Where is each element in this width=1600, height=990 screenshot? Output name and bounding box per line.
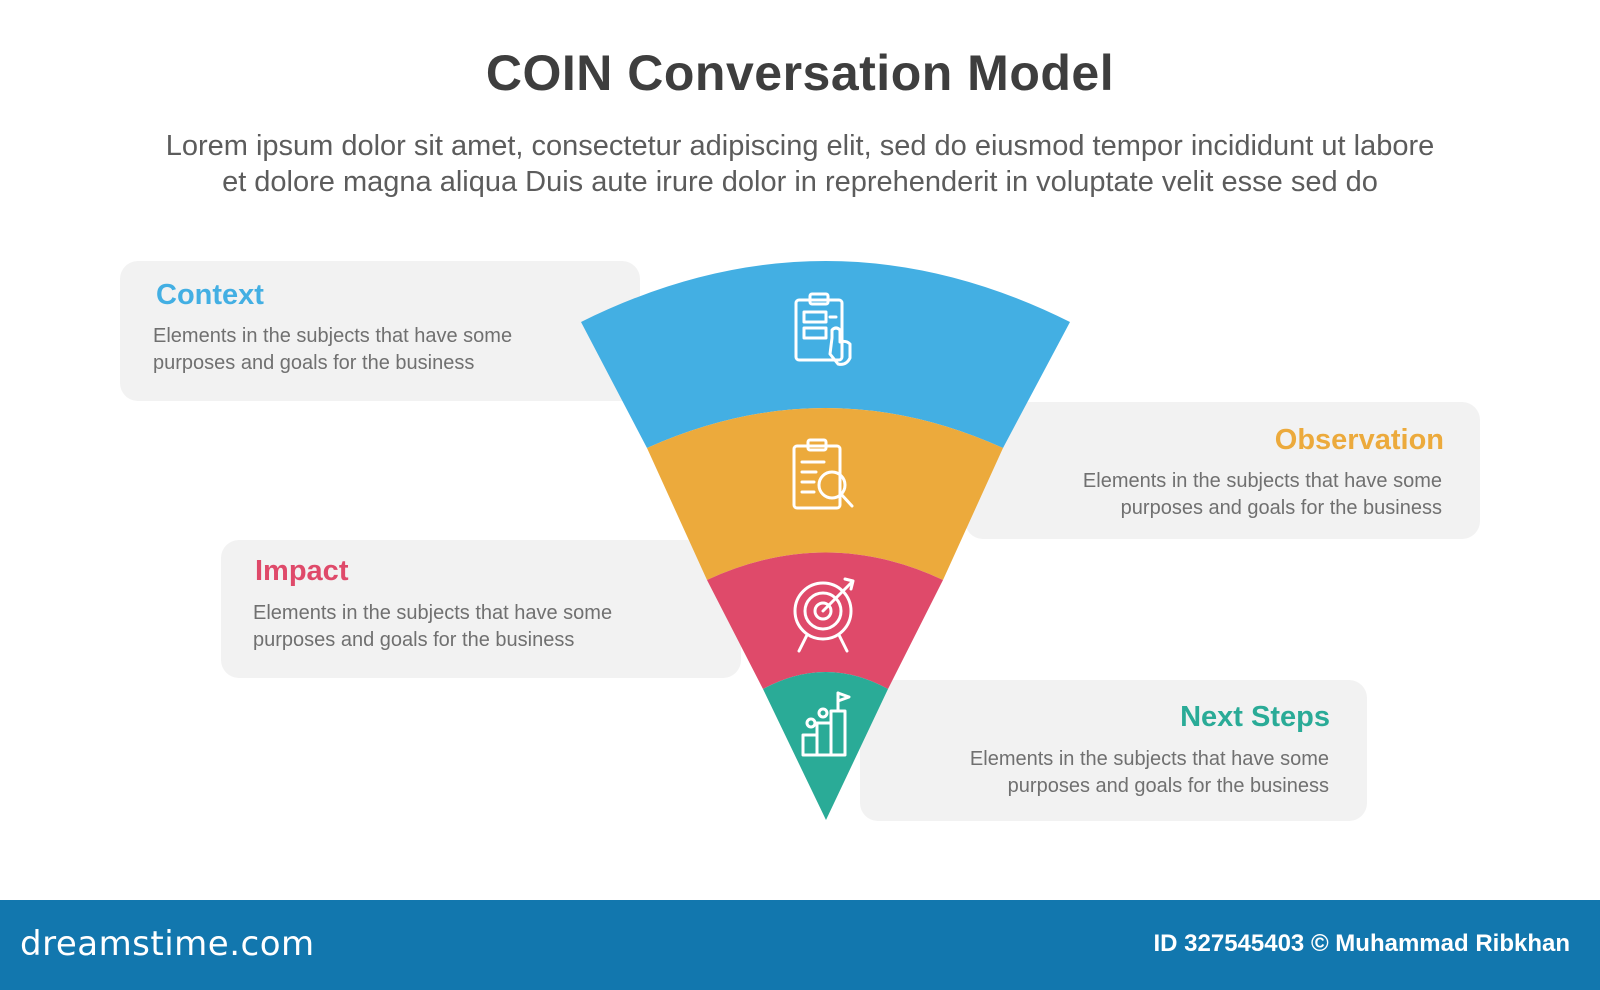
context-description-line-2: purposes and goals for the business <box>153 352 475 374</box>
subtitle-line-1: Lorem ipsum dolor sit amet, consectetur … <box>165 130 1435 162</box>
funnel-segment-next-steps <box>763 672 888 820</box>
observation-description-line-2: purposes and goals for the business <box>1120 497 1442 519</box>
next-steps-description: Elements in the subjects that have some … <box>889 746 1329 800</box>
next-steps-title: Next Steps <box>1180 701 1330 733</box>
context-description-line-1: Elements in the subjects that have some <box>153 325 513 347</box>
funnel-segment-observation <box>647 408 1003 580</box>
target-arrow-icon <box>793 577 855 653</box>
funnel-segment-context <box>581 261 1070 448</box>
context-title: Context <box>156 279 264 311</box>
context-description: Elements in the subjects that have some … <box>153 323 593 377</box>
footer-brand-logo: dreamstime.com <box>20 924 315 964</box>
impact-card: Impact Elements in the subjects that hav… <box>221 540 741 678</box>
stairs-flag-icon <box>801 691 851 757</box>
observation-description: Elements in the subjects that have some … <box>1002 468 1442 522</box>
footer-credit: ID 327545403 © Muhammad Ribkhan <box>1153 930 1570 957</box>
page-subtitle: Lorem ipsum dolor sit amet, consectetur … <box>60 128 1540 200</box>
observation-description-line-1: Elements in the subjects that have some <box>1082 470 1442 492</box>
impact-description-line-1: Elements in the subjects that have some <box>253 602 613 624</box>
context-card: Context Elements in the subjects that ha… <box>120 261 640 401</box>
clipboard-search-icon <box>792 438 854 510</box>
funnel-segment-impact <box>707 552 943 689</box>
clipboard-click-icon <box>794 292 852 366</box>
next-steps-card: Next Steps Elements in the subjects that… <box>860 680 1367 821</box>
page-title: COIN Conversation Model <box>485 45 1115 101</box>
impact-title: Impact <box>255 555 349 587</box>
impact-description-line-2: purposes and goals for the business <box>253 629 575 651</box>
next-steps-description-line-2: purposes and goals for the business <box>1007 775 1329 797</box>
impact-description: Elements in the subjects that have some … <box>253 600 693 654</box>
subtitle-line-2: et dolore magna aliqua Duis aute irure d… <box>222 166 1378 198</box>
footer-bar: dreamstime.com ID 327545403 © Muhammad R… <box>0 900 1600 990</box>
observation-card: Observation Elements in the subjects tha… <box>965 402 1480 539</box>
observation-title: Observation <box>1274 424 1444 456</box>
next-steps-description-line-1: Elements in the subjects that have some <box>969 748 1329 770</box>
